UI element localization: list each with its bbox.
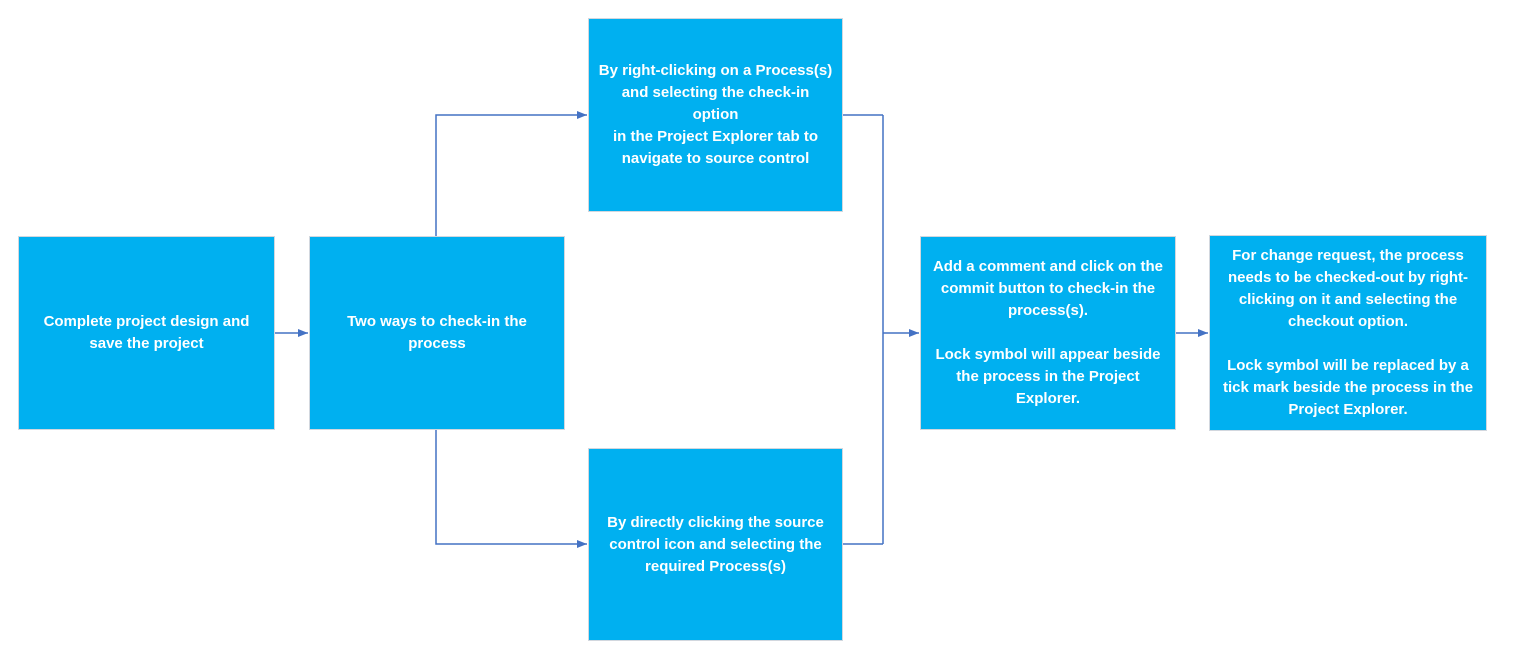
node-commit-comment: Add a comment and click on the commit bu… bbox=[920, 236, 1176, 430]
edge-twoways-to-sourceicon bbox=[435, 430, 587, 548]
node-checkin-source-icon: By directly clicking the source control … bbox=[588, 448, 843, 641]
node-checkout-change-request: For change request, the process needs to… bbox=[1209, 235, 1487, 431]
node-two-ways: Two ways to check-in the process bbox=[309, 236, 565, 430]
edge-twoways-to-rightclick bbox=[435, 111, 587, 236]
node-checkin-right-click: By right-clicking on a Process(s) and se… bbox=[588, 18, 843, 212]
node-complete-project: Complete project design and save the pro… bbox=[18, 236, 275, 430]
